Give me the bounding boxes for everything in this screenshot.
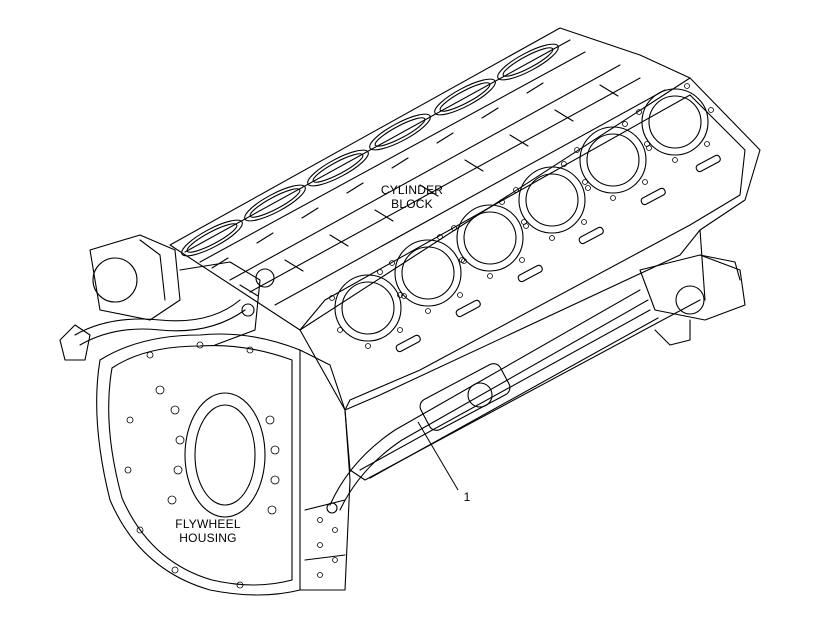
block-slots (395, 154, 721, 353)
flywheel-housing (96, 333, 351, 596)
oil-lines (326, 254, 746, 514)
cylinder-block-label: CYLINDER BLOCK (372, 183, 452, 211)
right-bank-bores (334, 88, 709, 342)
flywheel-housing-label-line2: HOUSING (179, 531, 237, 545)
cylinder-block-label-line2: BLOCK (391, 197, 433, 211)
callout-leader-1 (417, 421, 459, 491)
flywheel-housing-label-line1: FLYWHEEL (175, 517, 241, 531)
left-bank-liners (181, 43, 559, 257)
bore-bolt-holes (329, 83, 714, 349)
cylinder-block-label-line1: CYLINDER (380, 183, 444, 197)
flywheel-bolts (124, 341, 338, 589)
callout-number-1: 1 (463, 490, 471, 504)
rear-accessories (59, 234, 275, 361)
flywheel-housing-label: FLYWHEEL HOUSING (168, 517, 248, 545)
